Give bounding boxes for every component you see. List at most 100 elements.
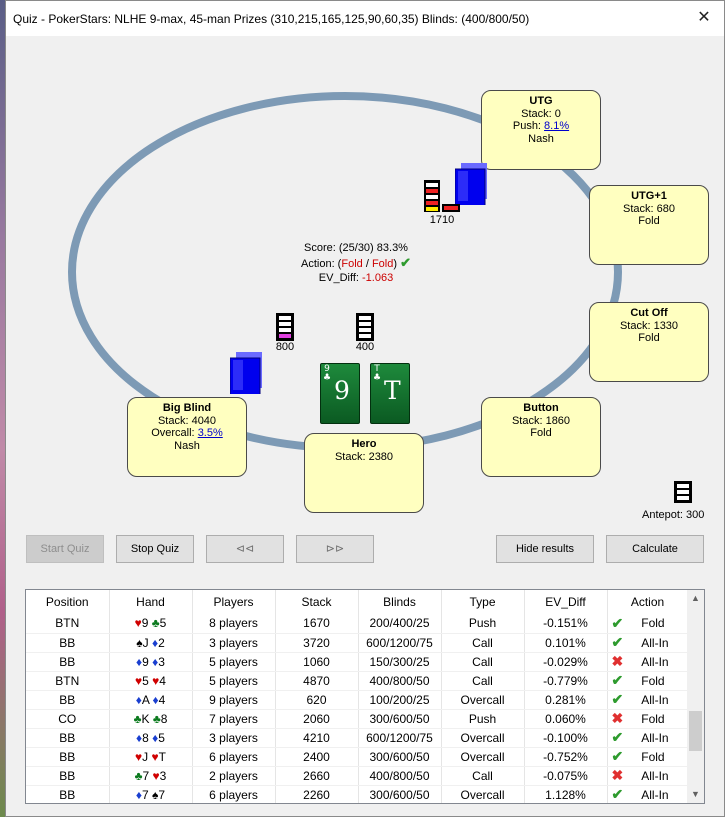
cell-players: 3 players — [192, 633, 276, 653]
cell-action: ✖All-In — [607, 652, 689, 672]
suit-icon: ♦ — [135, 787, 143, 802]
seat-name: UTG+1 — [631, 190, 667, 202]
seat-name: UTG — [529, 95, 553, 107]
column-header[interactable]: EV_Diff — [524, 590, 608, 614]
hand-card: ♦9 — [136, 655, 149, 669]
suit-icon: ♣ — [151, 616, 160, 631]
cell-pos: BB — [26, 766, 110, 786]
column-header[interactable]: Action — [607, 590, 689, 614]
card-rank: J — [142, 635, 149, 650]
column-header[interactable]: Stack — [275, 590, 359, 614]
close-icon[interactable]: ✕ — [697, 9, 711, 26]
suit-icon: ♣ — [134, 768, 143, 783]
card-rank: 9 — [141, 616, 149, 631]
cross-icon: ✖ — [611, 710, 624, 726]
hero-card-1: 9♣ 9 — [320, 363, 360, 424]
hand-card: ♦A — [136, 693, 149, 707]
card-rank: 8 — [142, 730, 149, 745]
suit-icon: ♣ — [133, 711, 142, 726]
column-header[interactable]: Hand — [109, 590, 193, 614]
cell-stack: 2400 — [275, 747, 359, 767]
hand-card: ♦8 — [136, 731, 149, 745]
action-text: Fold — [641, 749, 665, 764]
scroll-thumb[interactable] — [689, 711, 702, 751]
cell-type: Overcall — [441, 785, 525, 803]
seat-utg: UTG Stack: 0 Push: 8.1% Nash — [481, 90, 601, 170]
seat-action: Fold — [530, 427, 552, 439]
scroll-down-icon[interactable]: ▼ — [691, 789, 700, 799]
title-bar: Quiz - PokerStars: NLHE 9-max, 45-man Pr… — [6, 1, 724, 36]
hand-card: ♣K — [134, 712, 150, 726]
check-icon: ✔ — [611, 729, 624, 745]
vertical-scrollbar[interactable]: ▲ ▼ — [687, 590, 704, 803]
card-rank: 9 — [142, 654, 149, 669]
chip-stack-icon — [276, 313, 294, 341]
check-icon: ✔ — [400, 254, 411, 270]
column-header[interactable]: Blinds — [358, 590, 442, 614]
cell-blinds: 150/300/25 — [358, 652, 442, 672]
column-header[interactable]: Players — [192, 590, 276, 614]
seat-hero: Hero Stack: 2380 — [304, 433, 424, 513]
previous-button[interactable]: ⊲⊲ — [206, 535, 284, 563]
scroll-up-icon[interactable]: ▲ — [691, 593, 700, 603]
next-button[interactable]: ⊳⊳ — [296, 535, 374, 563]
column-header[interactable]: Position — [26, 590, 110, 614]
stop-quiz-button[interactable]: Stop Quiz — [116, 535, 194, 563]
seat-overcall-line: Overcall: 3.5% — [128, 427, 246, 440]
hand-card: ♣8 — [153, 712, 168, 726]
seat-cutoff: Cut Off Stack: 1330 Fold — [589, 302, 709, 382]
cell-ev: -0.752% — [524, 747, 608, 767]
quiz-window: Quiz - PokerStars: NLHE 9-max, 45-man Pr… — [5, 0, 725, 817]
cell-ev: -0.151% — [524, 614, 608, 634]
column-header[interactable]: Type — [441, 590, 525, 614]
cell-players: 2 players — [192, 766, 276, 786]
cell-pos: BB — [26, 690, 110, 710]
cell-hand: ♥J ♥T — [109, 747, 193, 767]
suit-icon: ♦ — [152, 654, 159, 669]
cell-players: 5 players — [192, 652, 276, 672]
cell-blinds: 200/400/25 — [358, 614, 442, 634]
hand-card: ♥9 — [135, 616, 149, 630]
cell-stack: 1670 — [275, 614, 359, 634]
seat-name: Cut Off — [630, 307, 668, 319]
seat-utg1: UTG+1 Stack: 680 Fold — [589, 185, 709, 265]
card-rank: 7 — [142, 768, 150, 783]
cell-stack: 2660 — [275, 766, 359, 786]
overcall-range-link[interactable]: 3.5% — [197, 427, 223, 439]
suit-icon: ♥ — [152, 768, 160, 783]
cell-stack: 4870 — [275, 671, 359, 691]
push-range-link[interactable]: 8.1% — [544, 120, 570, 132]
card-rank: 5 — [159, 616, 167, 631]
start-quiz-button[interactable]: Start Quiz — [26, 535, 104, 563]
check-icon: ✔ — [611, 614, 624, 631]
calculate-button[interactable]: Calculate — [606, 535, 704, 563]
action-line: Action: (Fold / Fold) ✔ — [276, 254, 436, 272]
seat-name: Big Blind — [162, 402, 212, 414]
cell-ev: 0.281% — [524, 690, 608, 710]
suit-icon: ♦ — [136, 654, 143, 669]
hand-card: ♣7 — [135, 769, 150, 783]
card-rank: J — [142, 749, 149, 764]
hand-card: ♦7 — [136, 788, 149, 802]
cell-players: 5 players — [192, 671, 276, 691]
chip-stack-icon — [424, 180, 460, 212]
cell-stack: 1060 — [275, 652, 359, 672]
hide-results-button[interactable]: Hide results — [496, 535, 594, 563]
ev-line: EV_Diff: -1.063 — [276, 271, 436, 286]
check-icon: ✔ — [611, 691, 624, 707]
suit-icon: ♥ — [152, 673, 160, 688]
seat-action: Fold — [638, 215, 660, 227]
cell-ev: 0.101% — [524, 633, 608, 653]
cell-action: ✔All-In — [607, 633, 689, 653]
seat-stack: Stack: 4040 — [157, 414, 217, 427]
